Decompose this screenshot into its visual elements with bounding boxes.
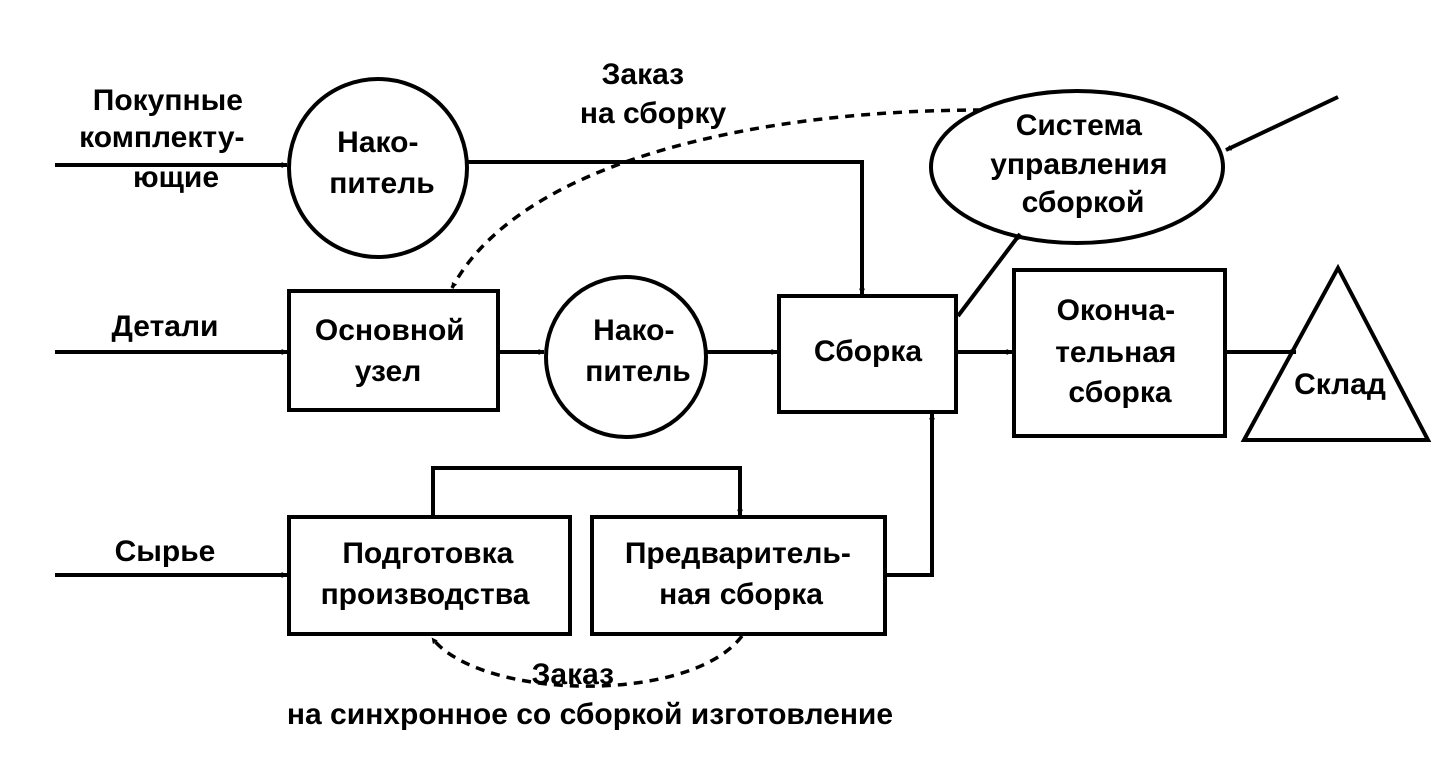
parts-label: Детали	[112, 310, 219, 343]
accumulator-mid-label: Нако- питель	[585, 314, 690, 388]
order-assembly-annotation: Заказ на сборку	[580, 58, 727, 130]
purchased-label: Покупные комплекту- ющие	[79, 84, 253, 194]
assembly-label: Сборка	[814, 335, 922, 368]
control-system-label: Система управления сборкой	[990, 109, 1176, 219]
main-unit-label: Основной узел	[315, 314, 473, 388]
final-assembly-label: Оконча- тельная сборка	[1055, 294, 1185, 409]
accumulator-top-circle	[287, 77, 469, 259]
dashed-order-assembly-arrow	[450, 108, 983, 289]
main-unit-box	[287, 289, 500, 412]
arrow-pre-assembly-to-assembly	[885, 413, 935, 577]
accumulator-mid-circle	[544, 275, 708, 439]
pre-assembly-label: Предваритель- ная сборка	[625, 537, 859, 611]
warehouse-label: Склад	[1294, 368, 1386, 401]
pre-assembly-box	[590, 515, 887, 636]
arrow-accumulator-to-assembly	[467, 160, 865, 295]
dashed-order-sync-arrow	[430, 634, 744, 688]
control-system-ellipse	[929, 89, 1225, 245]
order-sync-annotation: Заказ на синхронное со сборкой изготовле…	[287, 658, 893, 731]
final-assembly-box	[1012, 268, 1227, 438]
production-prep-label: Подготовка производства	[321, 537, 530, 611]
arrow-prep-to-pre-assembly	[431, 466, 743, 517]
raw-label: Сырье	[115, 535, 216, 568]
arrow-external-to-control-system	[1225, 95, 1339, 152]
arrow-assembly-to-control-system	[956, 232, 1022, 318]
production-prep-box	[287, 515, 572, 636]
assembly-box	[777, 294, 958, 414]
accumulator-top-label: Нако- питель	[329, 126, 434, 200]
